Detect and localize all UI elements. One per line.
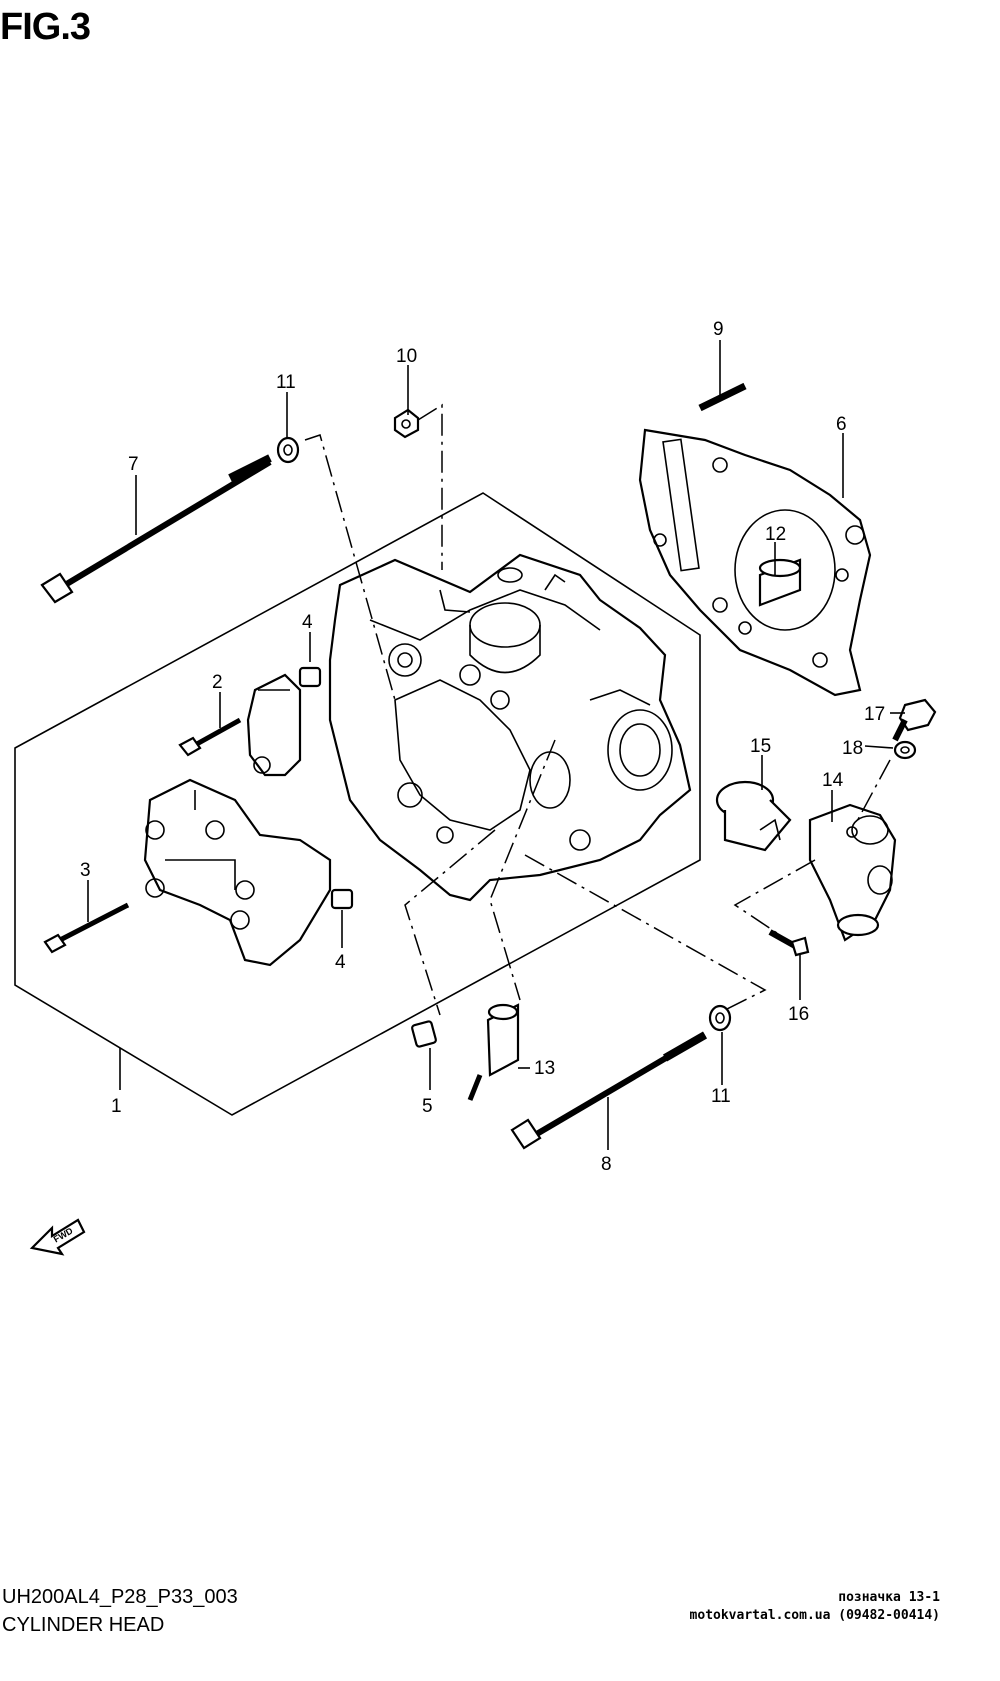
dowel-pin-upper: [298, 666, 322, 688]
stud-9: [698, 382, 747, 412]
thermostat-15: [715, 780, 792, 852]
dowel-pin-lower: [330, 888, 354, 910]
callout-11-lower: 11: [711, 1086, 731, 1107]
callout-1: 1: [111, 1096, 122, 1117]
stud-bolt-7: [40, 454, 272, 604]
callout-6: 6: [836, 414, 847, 435]
callout-4-lower: 4: [335, 952, 346, 973]
callout-3: 3: [80, 860, 91, 881]
spark-plug-13: [467, 1003, 520, 1101]
cam-cap-small: [246, 673, 302, 777]
callout-14: 14: [822, 770, 844, 791]
thermostat-cover-14: [808, 803, 897, 942]
bolt-16: [768, 929, 810, 957]
callout-18: 18: [842, 738, 863, 759]
callout-4-upper: 4: [302, 612, 313, 633]
leader-lines: [87, 340, 905, 1150]
assembly-outline: [14, 492, 701, 1116]
marker-label: позначка 13-1: [838, 1590, 940, 1605]
callouts: 1 2 3 4 4 5 6 7 8 9 10 11 11 12 13 14 15…: [80, 319, 885, 1175]
callout-8: 8: [601, 1154, 612, 1175]
washer-18: [893, 740, 917, 760]
section-name: CYLINDER HEAD: [2, 1614, 165, 1636]
callout-17: 17: [864, 704, 885, 725]
callout-5: 5: [422, 1096, 433, 1117]
callout-15: 15: [750, 736, 771, 757]
washer-11-lower: [708, 1004, 732, 1032]
camshaft-holder: [143, 778, 332, 967]
callout-10: 10: [396, 346, 417, 367]
callout-13: 13: [534, 1058, 555, 1079]
model-code: UH200AL4_P28_P33_003: [2, 1586, 238, 1608]
gasket-6: [638, 428, 872, 697]
callout-9: 9: [713, 319, 724, 340]
dowel-5: [411, 1020, 437, 1048]
callout-7: 7: [128, 454, 139, 475]
fwd-arrow-icon: FWD: [29, 1218, 86, 1256]
washer-11-upper: [276, 436, 300, 464]
nut-10: [393, 408, 420, 439]
figure-title: FIG.3: [0, 6, 91, 48]
cylinder-head-body: [328, 553, 692, 902]
watermark-text: motokvartal.com.ua (09482-00414): [689, 1608, 940, 1623]
alignment-lines: [304, 403, 891, 1016]
callout-12: 12: [765, 524, 786, 545]
pipe-12: [758, 558, 802, 607]
callout-16: 16: [788, 1004, 809, 1025]
bolt-17: [892, 698, 937, 742]
bolt-2: [178, 717, 242, 757]
stud-bolt-8: [510, 1031, 707, 1150]
callout-2: 2: [212, 672, 223, 693]
bolt-3: [43, 902, 130, 954]
callout-11-upper: 11: [276, 372, 296, 393]
